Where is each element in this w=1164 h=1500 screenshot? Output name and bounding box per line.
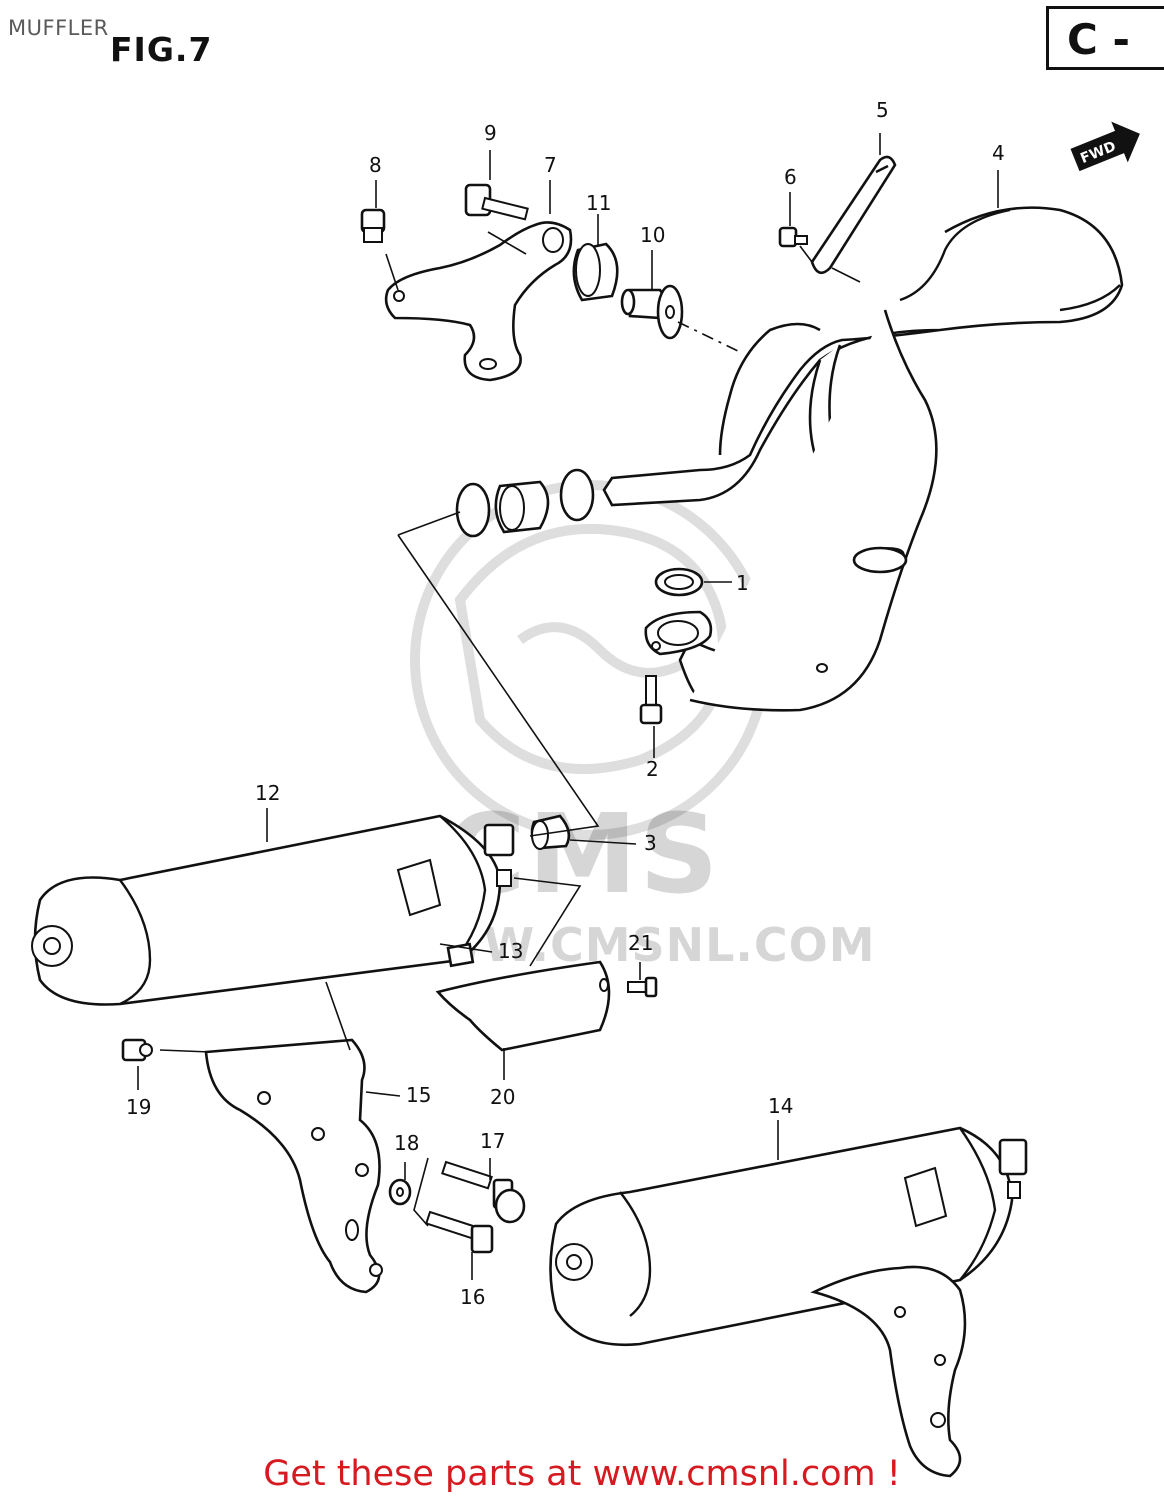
callout-20: 20 <box>490 1085 515 1109</box>
callout-7: 7 <box>544 153 557 177</box>
gasket-ring <box>654 567 704 597</box>
callout-13: 13 <box>498 939 523 963</box>
callout-15: 15 <box>406 1083 431 1107</box>
callout-3: 3 <box>644 831 657 855</box>
exhaust-flange <box>644 610 713 656</box>
callout-4: 4 <box>992 141 1005 165</box>
callout-12: 12 <box>255 781 280 805</box>
collar <box>572 242 619 302</box>
callout-18: 18 <box>394 1131 419 1155</box>
callout-5: 5 <box>876 98 889 122</box>
flange-bolt <box>639 675 663 725</box>
callout-6: 6 <box>784 165 797 189</box>
upper-bolt <box>464 183 529 221</box>
rubber-mount <box>620 284 684 340</box>
category-box: C - <box>1046 6 1164 70</box>
washer-18 <box>388 1178 412 1206</box>
callout-17: 17 <box>480 1129 505 1153</box>
guard-screw <box>627 976 658 998</box>
upper-nut <box>360 208 386 243</box>
figure-label: FIG.7 <box>110 30 213 69</box>
nut-19 <box>121 1038 153 1062</box>
upper-bracket <box>384 221 573 382</box>
cta-link[interactable]: Get these parts at www.cmsnl.com ! <box>263 1454 901 1494</box>
callout-21: 21 <box>628 931 653 955</box>
callout-labels: 1 2 3 4 5 6 7 8 9 10 11 12 13 14 15 16 1… <box>126 98 1005 1309</box>
small-bolt <box>778 226 808 248</box>
callout-16: 16 <box>460 1285 485 1309</box>
bolt-16 <box>425 1210 494 1254</box>
callout-2: 2 <box>646 757 659 781</box>
callout-10: 10 <box>640 223 665 247</box>
callout-9: 9 <box>484 121 497 145</box>
lower-bracket <box>204 1038 383 1294</box>
silencer-lower <box>549 1126 1028 1478</box>
callout-8: 8 <box>369 153 382 177</box>
connector-seals <box>455 468 595 538</box>
callout-1: 1 <box>736 571 749 595</box>
leader-lines <box>137 133 999 1280</box>
page-title: MUFFLER <box>8 16 109 40</box>
expansion-chamber <box>602 206 1124 712</box>
heat-guard <box>435 960 611 1052</box>
callout-19: 19 <box>126 1095 151 1119</box>
muffler-spring <box>810 155 897 275</box>
fwd-arrow-icon: FWD <box>1070 121 1140 172</box>
callout-11: 11 <box>586 191 611 215</box>
callout-14: 14 <box>768 1094 793 1118</box>
silencer-upper <box>31 814 515 1006</box>
bolt-17 <box>441 1160 526 1224</box>
